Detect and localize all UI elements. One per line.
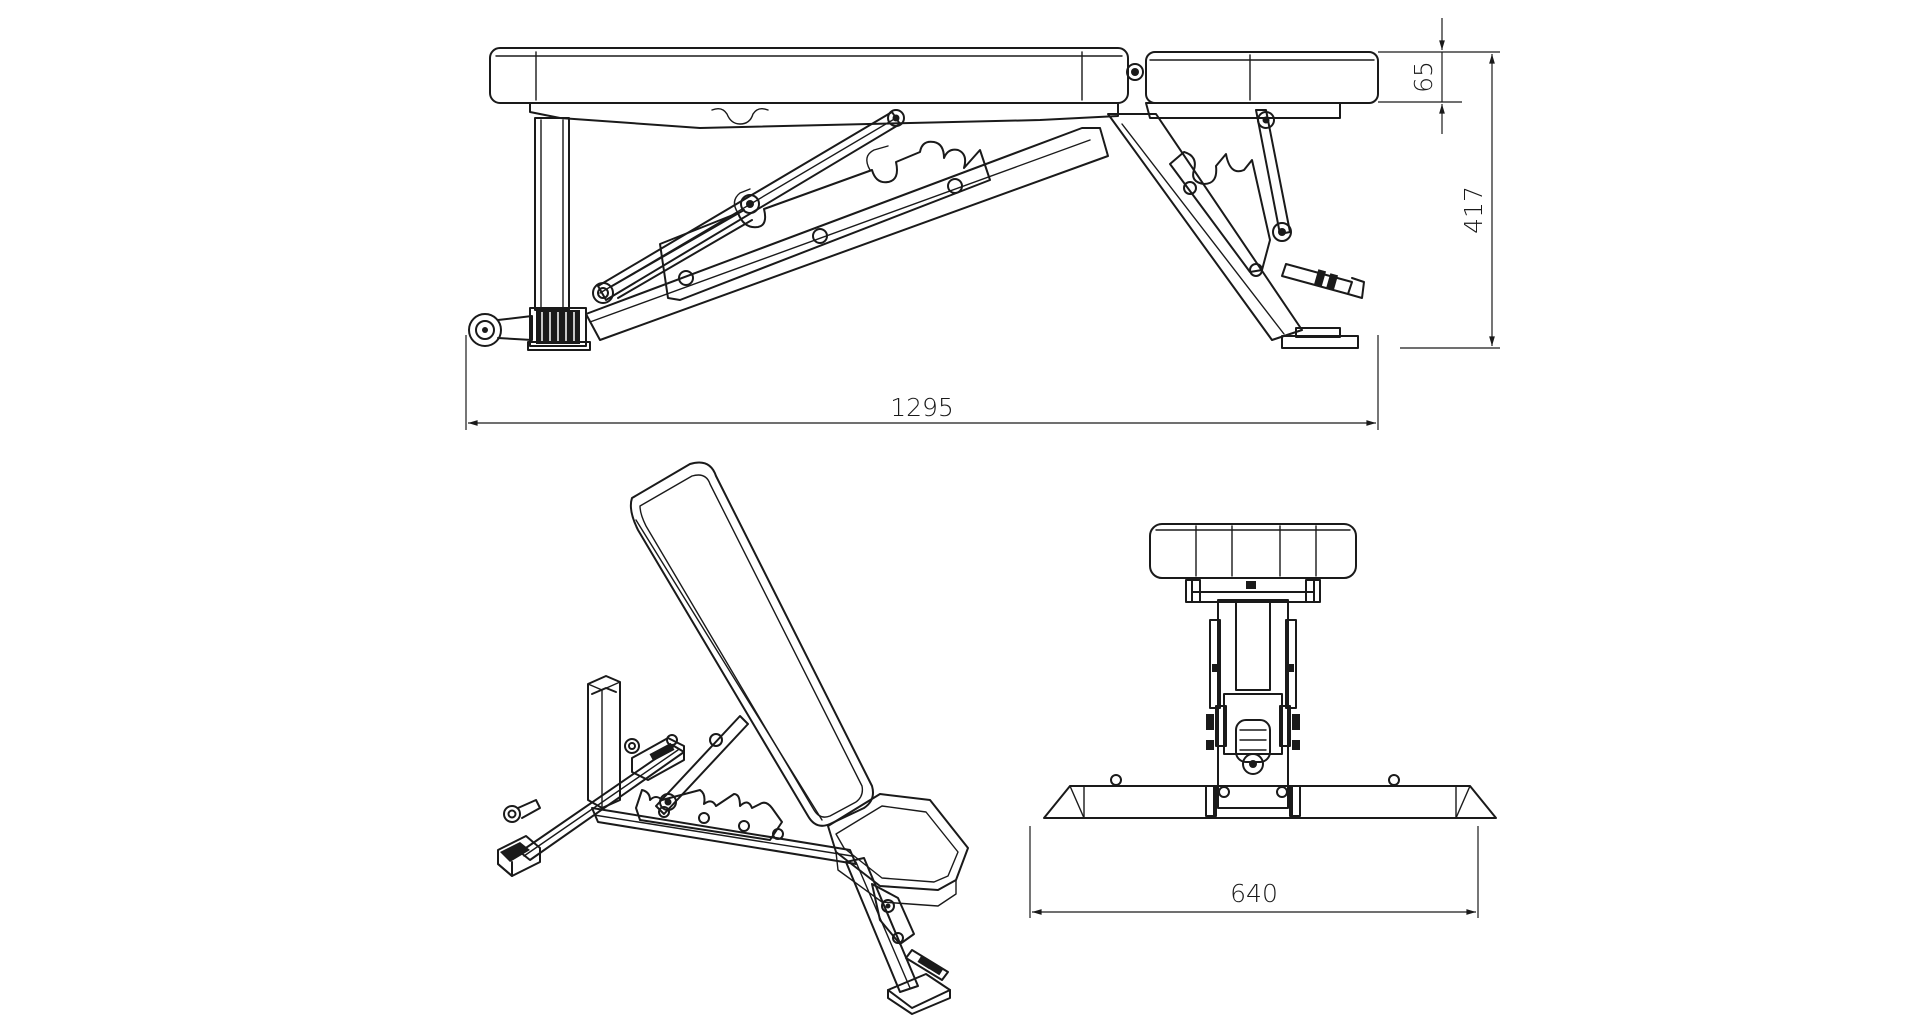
front-pop-pin-knob xyxy=(1235,719,1271,775)
iso-rear-crossbar xyxy=(497,734,685,877)
dimension-overall-height-label: 417 xyxy=(1459,186,1488,234)
dimension-overall-length-label: 1295 xyxy=(890,393,954,422)
dimension-overall-length: 1295 xyxy=(465,335,1379,430)
side-view: 1295 65 417 xyxy=(465,18,1500,430)
rear-wheel xyxy=(468,313,533,347)
iso-main-rail xyxy=(591,807,857,865)
dimension-pad-thickness: 65 xyxy=(1378,18,1462,134)
rear-foot-grip xyxy=(536,310,580,344)
rear-foot-cap xyxy=(529,307,587,347)
front-base xyxy=(1043,774,1497,819)
front-central-column xyxy=(1205,599,1301,819)
hinge-pivot xyxy=(1126,63,1144,81)
isometric-view xyxy=(497,461,969,1015)
dimension-overall-width-label: 640 xyxy=(1230,879,1278,908)
dimension-pad-thickness-label: 65 xyxy=(1409,61,1438,93)
iso-back-pad xyxy=(629,461,874,827)
iso-front-leg xyxy=(845,857,951,1015)
front-view: 640 xyxy=(1029,523,1497,918)
dimension-overall-width: 640 xyxy=(1029,826,1479,918)
iso-rear-upright xyxy=(587,675,621,809)
iso-ladder-plate xyxy=(635,789,783,841)
front-leg xyxy=(1107,109,1365,349)
back-support-strut xyxy=(592,111,901,304)
ladder-plate xyxy=(659,140,991,301)
front-seat-bracket xyxy=(1185,577,1321,603)
main-rail xyxy=(585,127,1109,341)
front-seat-pad xyxy=(1149,523,1357,579)
pop-pin-handle xyxy=(1281,263,1365,299)
rear-post xyxy=(534,117,570,311)
dimension-overall-height: 417 xyxy=(1400,51,1500,349)
